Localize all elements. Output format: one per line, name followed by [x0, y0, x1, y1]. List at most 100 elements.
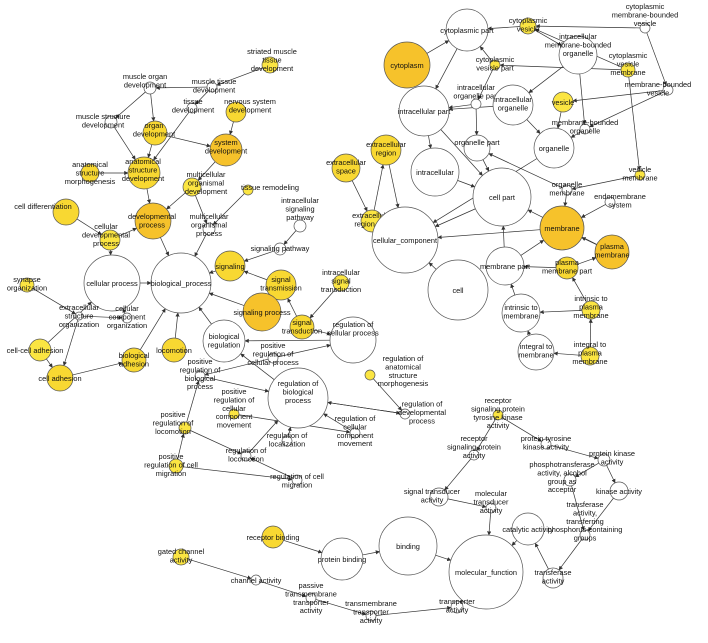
node-cell[interactable]: cell [428, 260, 488, 320]
node-label-line: cytoplasmic part [440, 26, 493, 35]
node-receptor-binding[interactable]: receptor binding [246, 526, 299, 548]
node-label-line: membrane [622, 173, 657, 182]
edge-intracellular_part-to-intracellular [428, 136, 430, 149]
node-cytoplasm[interactable]: cytoplasm [384, 42, 430, 88]
node-organelle-part[interactable]: organelle part [454, 135, 499, 161]
node-cell-adhesion[interactable]: cell adhesion [38, 365, 81, 391]
node-reg-anatomical-structure-morph[interactable]: regulation ofanatomicalstructuremorphoge… [365, 354, 429, 388]
node-label-line: membrane [544, 224, 579, 233]
edge-receptor_binding-to-protein_binding [283, 540, 322, 552]
node-label-line: biological_process [151, 279, 212, 288]
node-tissue-remodeling[interactable]: tissue remodeling [241, 183, 299, 195]
node-cellular-component[interactable]: cellular_component [372, 207, 438, 273]
node-intracellular[interactable]: intracellular [411, 148, 459, 196]
node-membrane-part[interactable]: membrane part [480, 247, 530, 285]
node-membrane[interactable]: membrane [540, 206, 584, 250]
node-label-line: locomotion [228, 454, 264, 463]
node-channel-activity[interactable]: channel activity [231, 575, 282, 585]
node-protein-binding[interactable]: protein binding [318, 538, 367, 580]
node-label-line: process [196, 229, 222, 238]
node-intracellular-part[interactable]: intracellular part [398, 86, 451, 136]
node-cell-differentiation[interactable]: cell differentiation [14, 199, 79, 225]
node-cell-part[interactable]: cell part [473, 168, 531, 226]
node-kinase-activity[interactable]: kinase activity [596, 482, 642, 500]
node-catalytic-activity[interactable]: catalytic activity [502, 513, 554, 545]
node-vesicle[interactable]: vesicle [552, 92, 575, 112]
edge-cytoplasm-to-cytoplasmic_part [427, 41, 449, 54]
node-circle[interactable] [365, 370, 375, 380]
node-label-line: locomotion [155, 427, 191, 436]
node-cytoplasmic-part[interactable]: cytoplasmic part [440, 9, 493, 51]
node-signaling-pathway[interactable]: signaling pathway [251, 243, 310, 255]
node-cell-cell-adhesion[interactable]: cell-cell adhesion [7, 339, 64, 361]
node-signaling[interactable]: signaling [215, 251, 245, 281]
node-organelle[interactable]: organelle [534, 128, 574, 168]
node-transferase-activity-phospho[interactable]: transferaseactivity,transferringphosphor… [548, 500, 623, 543]
node-binding[interactable]: binding [379, 517, 437, 575]
node-label-line: system [608, 200, 631, 209]
node-biological-process[interactable]: biological_process [151, 253, 212, 313]
node-circle[interactable] [471, 99, 481, 109]
